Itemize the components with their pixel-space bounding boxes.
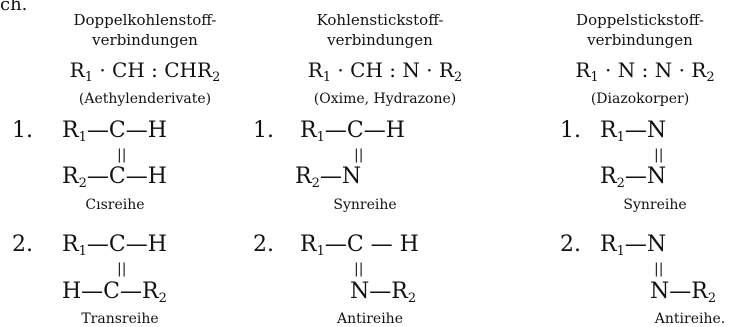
col2-isomer1-bottom: R2—N [295, 164, 362, 191]
col3-paren-note: (Diazokorper) [590, 91, 690, 107]
col2-heading-line1: Kohlenstickstoff- [316, 11, 444, 29]
col3-isomer1-bottom: R2—N [600, 164, 667, 191]
col1-isomer2-double-bond: || [117, 261, 127, 277]
col1-isomer2-bottom: H—C—R2 [62, 279, 167, 306]
col3-heading-line1: Doppelstickstoff- [576, 11, 704, 29]
col3-isomer2-number: 2. [560, 232, 581, 257]
col2-paren-note: (Oxime, Hydrazone) [313, 91, 457, 107]
col2-isomer1-double-bond: || [354, 147, 364, 163]
col3-isomer2-label: Antireihe. [654, 311, 726, 327]
col2-isomer2-number: 2. [253, 232, 274, 257]
col1-paren-note: (Aethylenderivate) [78, 91, 212, 107]
col1-isomer1-bottom: R2—C—H [62, 164, 167, 191]
top-fragment-text: ch. [0, 0, 28, 15]
col2-heading: Kohlenstickstoff- verbindungen [290, 10, 470, 50]
col3-isomer1-top: R1—N [600, 118, 667, 145]
col1-isomer2-top: R1—C—H [62, 232, 167, 259]
col2-isomer1-top: R1—C—H [300, 118, 405, 145]
col1-formula: R1 · CH : CHR2 [69, 58, 221, 85]
col3-isomer1-double-bond: || [654, 147, 664, 163]
col3-heading: Doppelstickstoff- verbindungen [550, 10, 730, 50]
col1-isomer1-double-bond: || [117, 147, 127, 163]
col3-heading-line2: verbindungen [587, 31, 693, 49]
col1-isomer1-number: 1. [12, 118, 33, 143]
col2-heading-line2: verbindungen [327, 31, 433, 49]
col1-heading: Doppelkohlenstoff- verbindungen [50, 10, 240, 50]
col3-isomer1-label: Synreihe [623, 197, 687, 213]
col1-heading-line1: Doppelkohlenstoff- [73, 11, 217, 29]
col3-isomer2-top: R1—N [600, 232, 667, 259]
col2-formula: R1 · CH : N · R2 [307, 58, 463, 85]
col3-isomer2-double-bond: || [654, 261, 664, 277]
col1-isomer2-number: 2. [12, 232, 33, 257]
col2-isomer2-top: R1—C — H [300, 232, 419, 259]
col3-formula: R1 · N : N · R2 [575, 58, 715, 85]
col2-isomer2-bottom: N—R2 [350, 279, 417, 306]
col1-heading-line2: verbindungen [92, 31, 198, 49]
col2-isomer2-double-bond: || [354, 261, 364, 277]
col2-isomer1-label: Synreihe [333, 197, 397, 213]
col2-isomer2-label: Antireihe [337, 311, 403, 327]
col2-isomer1-number: 1. [253, 118, 274, 143]
col1-isomer2-label: Transreihe [81, 311, 159, 327]
col1-isomer1-top: R1—C—H [62, 118, 167, 145]
col1-isomer1-label: Cısreihe [85, 197, 145, 213]
col3-isomer1-number: 1. [560, 118, 581, 143]
col3-isomer2-bottom: N—R2 [650, 279, 717, 306]
